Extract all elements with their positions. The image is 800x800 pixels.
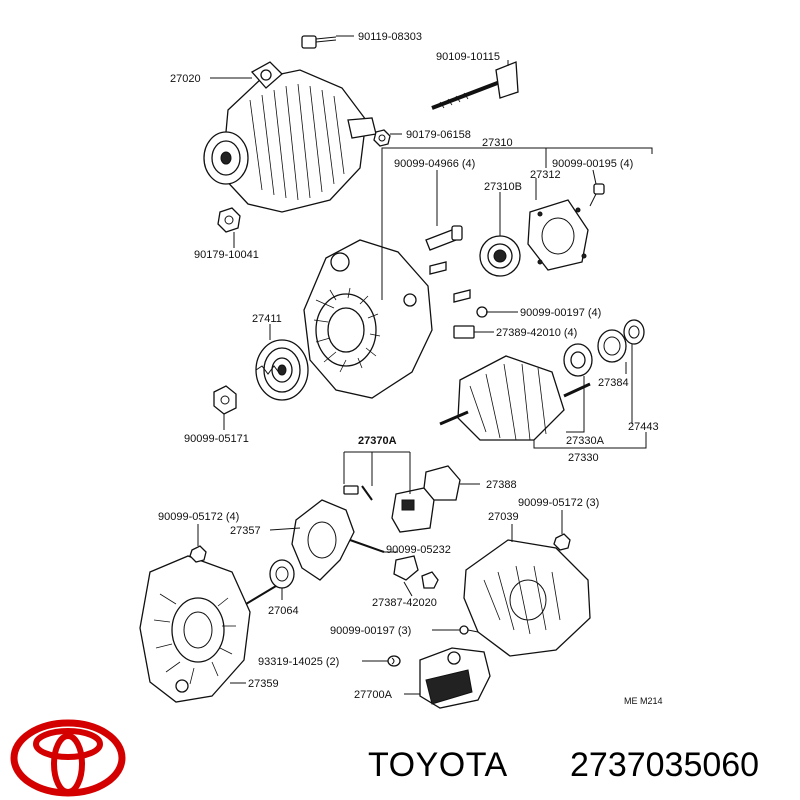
label-27700A: 27700A [354, 689, 393, 701]
stud-bolt-illustration [425, 200, 463, 251]
nut-90099-05171-illustration [213, 385, 237, 415]
rear-cover-27039-illustration [463, 539, 591, 657]
terminal-illustration [429, 261, 471, 303]
label-27039: 27039 [488, 511, 519, 523]
label-90099-05172-3: 90099-05172 (3) [518, 497, 599, 509]
bolt-90119-08303-illustration [301, 35, 337, 49]
alternator-assembly-illustration [203, 61, 377, 213]
cover-27388-illustration [423, 465, 461, 501]
screw-90099-00197-illustration [476, 306, 506, 318]
label-27310: 27310 [482, 137, 513, 149]
label-27388: 27388 [486, 479, 517, 491]
label-27020: 27020 [170, 73, 201, 85]
nut-90179-10041-illustration [217, 207, 241, 233]
label-90179-06158: 90179-06158 [406, 129, 471, 141]
drive-end-frame-illustration [303, 239, 433, 399]
nut-90099-05172-left-illustration [189, 545, 207, 563]
screw-90099-00195-illustration [589, 183, 605, 207]
label-27357: 27357 [230, 525, 261, 537]
brand-name: TOYOTA [368, 746, 508, 784]
brush-holder-27370A-illustration [343, 485, 435, 533]
label-90099-05171: 90099-05171 [184, 433, 249, 445]
brush-27389-illustration [453, 325, 484, 339]
bearing-27330A-illustration [563, 343, 593, 377]
label-90099-00197-3: 90099-00197 (3) [330, 625, 411, 637]
label-27330: 27330 [568, 452, 599, 464]
label-27384: 27384 [598, 377, 629, 389]
toyota-logo [10, 719, 126, 797]
label-27387-42020: 27387-42020 [372, 597, 437, 609]
label-27330A: 27330A [566, 435, 605, 447]
regulator-27700A-illustration [419, 647, 491, 709]
rear-frame-27359-illustration [139, 555, 277, 703]
cover-27384-illustration [597, 329, 627, 363]
label-27370A: 27370A [358, 435, 397, 447]
nut-90179-06158-illustration [373, 129, 391, 147]
rotor-27330-illustration [439, 355, 591, 441]
label-90099-04966: 90099-04966 (4) [394, 158, 475, 170]
part-labels: 90119-08303 90109-10115 27020 90179-0615… [158, 31, 663, 706]
nut-90099-05172-right-illustration [553, 533, 571, 551]
label-93319-14025: 93319-14025 (2) [258, 656, 339, 668]
label-27312: 27312 [530, 169, 561, 181]
label-27411: 27411 [252, 313, 282, 325]
ring-27443-illustration [623, 319, 645, 345]
label-90099-00197: 90099-00197 (4) [520, 307, 601, 319]
label-27064: 27064 [268, 605, 299, 617]
diagram-reference-code: ME M214 [624, 696, 663, 706]
pulley-27411-illustration [255, 339, 309, 401]
label-90109-10115: 90109-10115 [436, 51, 500, 63]
rectifier-27357-illustration [291, 499, 385, 581]
label-90099-05172-4: 90099-05172 (4) [158, 511, 239, 523]
label-27443: 27443 [628, 421, 659, 433]
ring-27064-illustration [269, 559, 295, 589]
label-90099-00195: 90099-00195 (4) [552, 158, 633, 170]
label-27310B: 27310B [484, 181, 522, 193]
washer-93319-illustration [387, 655, 401, 667]
bearing-27310B-illustration [479, 235, 521, 277]
leader-lines [197, 35, 653, 695]
label-90099-05232: 90099-05232 [386, 544, 451, 556]
label-27389-42010: 27389-42010 (4) [496, 327, 577, 339]
label-90179-10041: 90179-10041 [194, 249, 259, 261]
label-27359: 27359 [248, 678, 279, 690]
bearing-retainer-illustration [527, 199, 589, 271]
screw-lower-illustration [459, 625, 479, 635]
insulator-illustration [393, 555, 439, 589]
through-bolt-illustration [431, 61, 519, 110]
label-90119-08303: 90119-08303 [358, 31, 422, 43]
part-number: 2737035060 [570, 746, 759, 784]
